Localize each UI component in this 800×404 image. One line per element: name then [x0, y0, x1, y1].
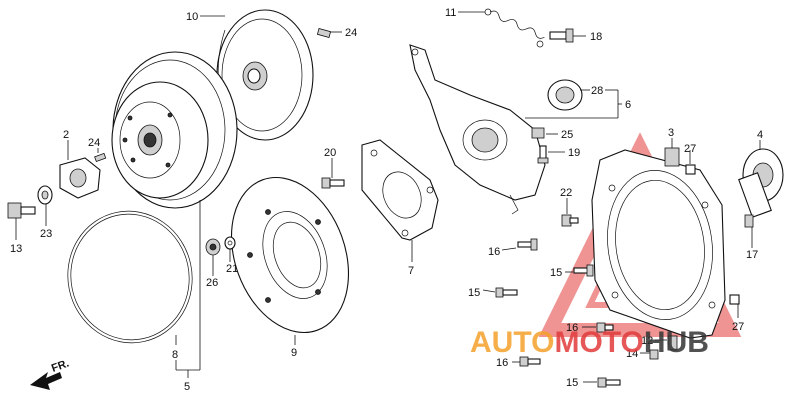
part-16-bolt-c [519, 356, 541, 367]
callout-19: 19 [568, 147, 580, 159]
callout-4: 4 [757, 129, 763, 141]
part-5-driven-pulley [111, 51, 238, 209]
part-23-washer [37, 185, 53, 205]
callout-labels: 10 24 11 18 28 6 2 24 3 27 4 25 20 19 22… [10, 7, 763, 393]
front-direction-label: FR. [50, 357, 71, 374]
part-24-pin-lower [94, 152, 107, 163]
leader-lines [15, 11, 761, 383]
callout-16-a: 16 [488, 246, 500, 258]
part-12-clip [667, 335, 678, 351]
part-9-back-plate [230, 176, 350, 334]
callout-15-c: 15 [566, 377, 578, 389]
callout-24-lower: 24 [88, 137, 100, 149]
part-26-nut [205, 238, 221, 256]
part-6-bracket-arm [409, 44, 546, 215]
callout-7: 7 [408, 265, 414, 277]
callout-27-lower: 27 [732, 321, 744, 333]
svg-text:AUTOMOTOHUB: AUTOMOTOHUB [470, 326, 709, 359]
part-16-bolt-b [596, 322, 614, 333]
callout-11: 11 [445, 7, 456, 19]
part-28-bearing [547, 79, 583, 111]
callout-16-c: 16 [496, 357, 508, 369]
part-24-pin-upper [316, 28, 332, 38]
callout-24-upper: 24 [345, 27, 357, 39]
cover-housing [591, 149, 726, 339]
part-22-bolt [561, 214, 579, 227]
callout-13: 13 [10, 243, 22, 255]
callout-10: 10 [186, 11, 198, 23]
part-7-plate [361, 139, 439, 241]
part-15-bolt-c [597, 377, 621, 388]
part-27-pin-lower [729, 294, 740, 305]
part-4-shaft [738, 148, 784, 218]
part-17-bolt [744, 214, 754, 228]
callout-23: 23 [40, 228, 52, 240]
watermark-text: AUTOMOTOHUB [470, 326, 709, 359]
part-16-bolt-a [517, 238, 538, 251]
part-21-washer [224, 236, 236, 250]
callout-2: 2 [63, 129, 69, 141]
part-19-bolt [537, 145, 549, 164]
part-18-bolt [549, 28, 574, 43]
callout-9: 9 [291, 347, 297, 359]
callout-6: 6 [625, 99, 631, 111]
callout-8: 8 [172, 349, 178, 361]
callout-20: 20 [324, 147, 336, 159]
callout-16-b: 16 [566, 322, 578, 334]
callout-14: 14 [626, 348, 638, 360]
front-direction-arrow: FR. [30, 357, 71, 390]
callout-3: 3 [668, 127, 674, 139]
part-3-clip [664, 147, 680, 167]
part-8-o-ring [67, 210, 193, 344]
part-11-spring [484, 8, 545, 48]
part-25-nut [531, 127, 545, 139]
callout-5: 5 [184, 381, 190, 393]
callout-25: 25 [561, 129, 573, 141]
part-20-bolt [321, 177, 345, 189]
part-13-bolt [7, 202, 36, 219]
callout-27-upper: 27 [684, 143, 696, 155]
callout-26: 26 [206, 277, 218, 289]
part-2-cam [59, 157, 101, 199]
part-10-drive-face [216, 9, 314, 141]
callout-28: 28 [591, 85, 603, 97]
callout-15-b: 15 [468, 287, 480, 299]
watermark-auto: AUTO [470, 326, 554, 359]
part-14-bolt [649, 349, 659, 360]
callout-17: 17 [746, 249, 758, 261]
watermark-moto: MOTO [554, 326, 643, 359]
part-15-bolt-b [495, 287, 518, 298]
callout-15-a: 15 [550, 267, 562, 279]
callout-22: 22 [560, 187, 572, 199]
part-27-pin-upper [685, 164, 696, 175]
callout-12: 12 [641, 335, 653, 347]
watermark-hub: HUB [644, 326, 709, 359]
part-15-bolt-a [573, 264, 594, 277]
callout-18: 18 [590, 31, 602, 43]
callout-21: 21 [226, 263, 238, 275]
